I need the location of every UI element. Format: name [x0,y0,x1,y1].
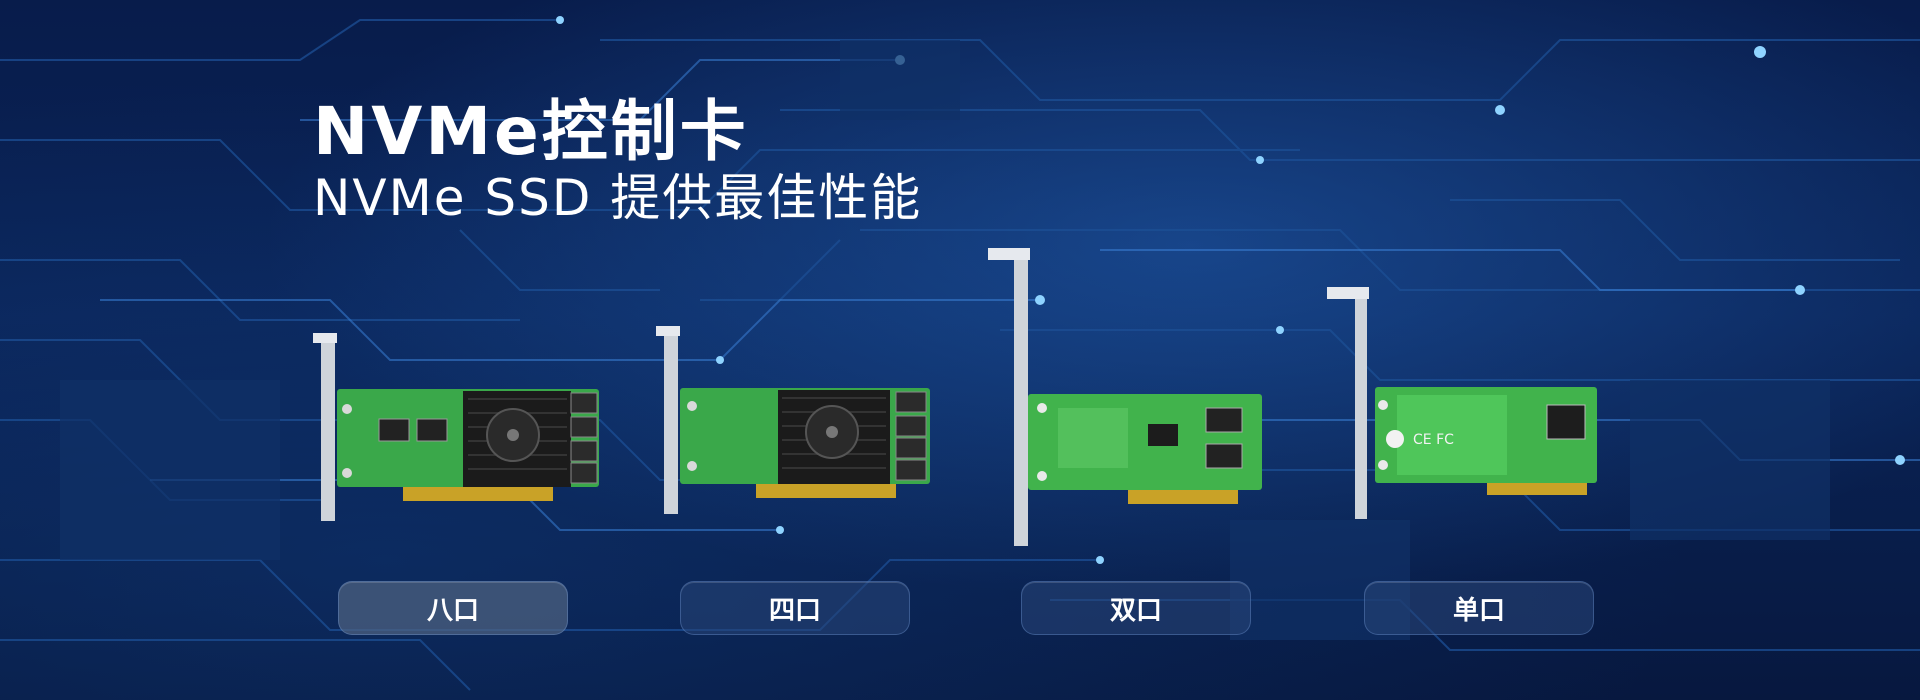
page-subtitle: NVMe SSD 提供最佳性能 [313,169,923,227]
page-title: NVMe控制卡 [313,93,749,170]
tab-single-port-label: 单口 [1452,595,1505,626]
tab-four-port[interactable]: 四口 [680,581,910,635]
eight-port-nvme-card-image[interactable] [313,333,603,523]
svg-text:CE FC: CE FC [1413,432,1454,448]
tab-dual-port[interactable]: 双口 [1021,581,1251,635]
tab-eight-port-label: 八口 [426,595,479,626]
single-port-nvme-card-image[interactable]: CE FC [1327,287,1597,527]
dual-port-nvme-card-image[interactable] [988,248,1278,548]
tab-dual-port-label: 双口 [1109,595,1162,626]
tab-four-port-label: 四口 [768,595,821,626]
tab-single-port[interactable]: 单口 [1364,581,1594,635]
four-port-nvme-card-image[interactable] [656,326,936,516]
tab-eight-port[interactable]: 八口 [338,581,568,635]
